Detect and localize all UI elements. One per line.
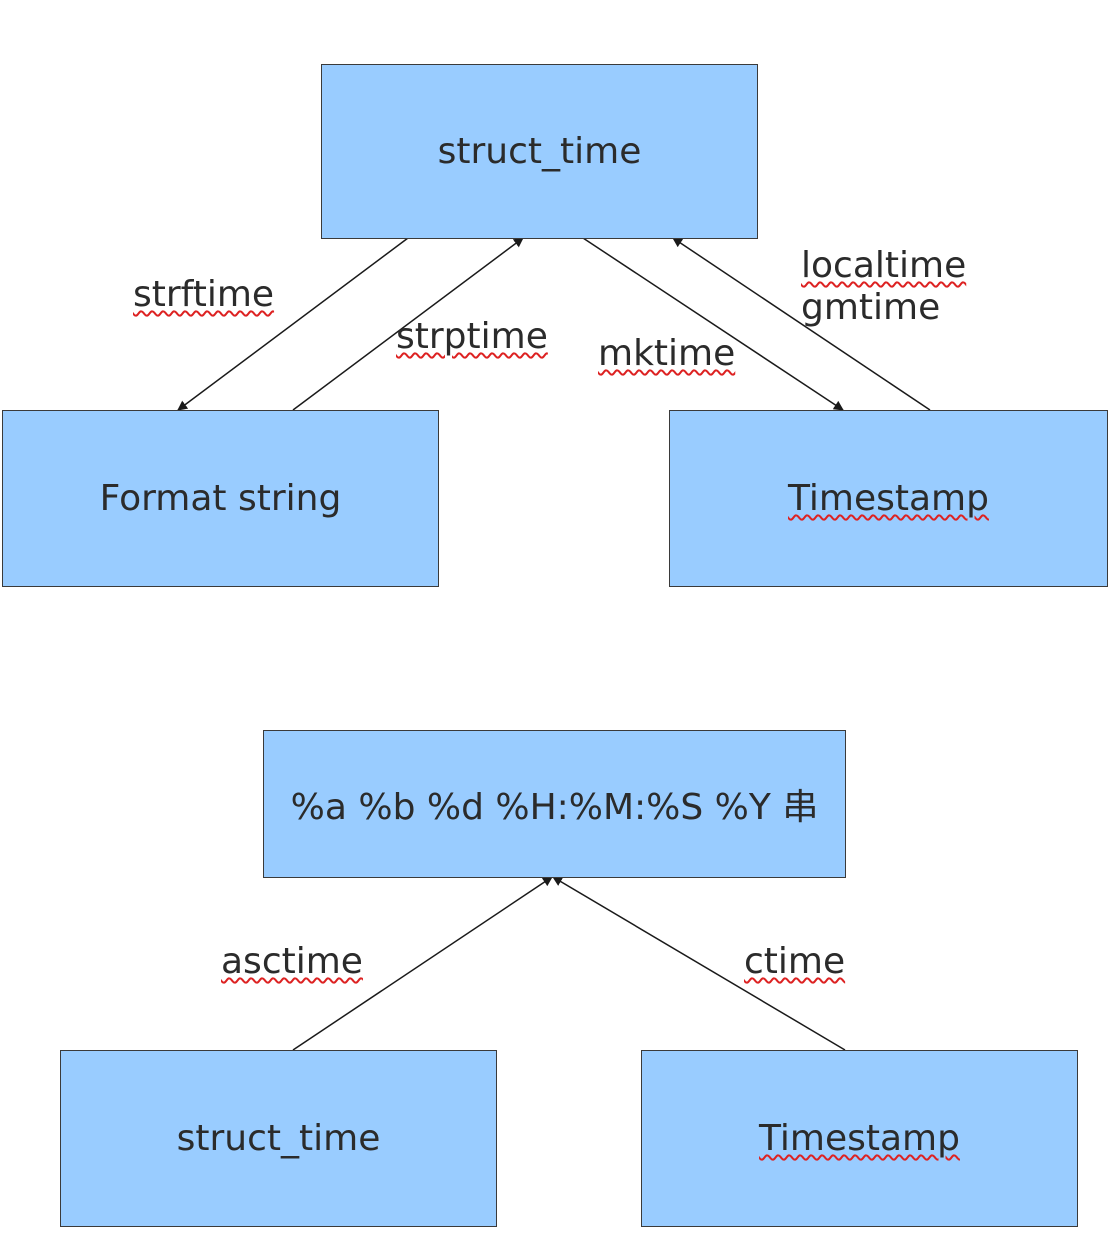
arrow-strptime <box>292 237 524 411</box>
timestamp-box: Timestamp <box>669 410 1108 587</box>
timestamp-box-2: Timestamp <box>641 1050 1078 1227</box>
arrow-strftime <box>177 237 409 411</box>
gmtime-label: gmtime <box>801 287 941 328</box>
arrow-asctime <box>292 876 553 1051</box>
localtime-label: localtime <box>801 245 967 286</box>
struct-time-box: struct_time <box>321 64 758 239</box>
ctime-label: ctime <box>744 941 846 982</box>
format-string-box: Format string <box>2 410 439 587</box>
strptime-label: strptime <box>396 316 548 357</box>
arrow-ctime <box>552 876 846 1051</box>
arrow-localtime-gmtime <box>672 237 931 411</box>
struct-time-box-2: struct_time <box>60 1050 497 1227</box>
arrow-mktime <box>582 237 844 411</box>
timestamp-label-2: Timestamp <box>759 1118 960 1159</box>
asctime-label: asctime <box>221 941 363 982</box>
strftime-label: strftime <box>133 274 275 315</box>
mktime-label: mktime <box>598 333 736 374</box>
asctime-format-label: %a %b %d %H:%M:%S %Y 串 <box>290 787 819 828</box>
asctime-format-box: %a %b %d %H:%M:%S %Y 串 <box>263 730 846 878</box>
timestamp-label: Timestamp <box>788 478 989 519</box>
struct-time-label: struct_time <box>437 131 642 172</box>
struct-time-label-2: struct_time <box>176 1118 381 1159</box>
format-string-label: Format string <box>99 478 342 519</box>
